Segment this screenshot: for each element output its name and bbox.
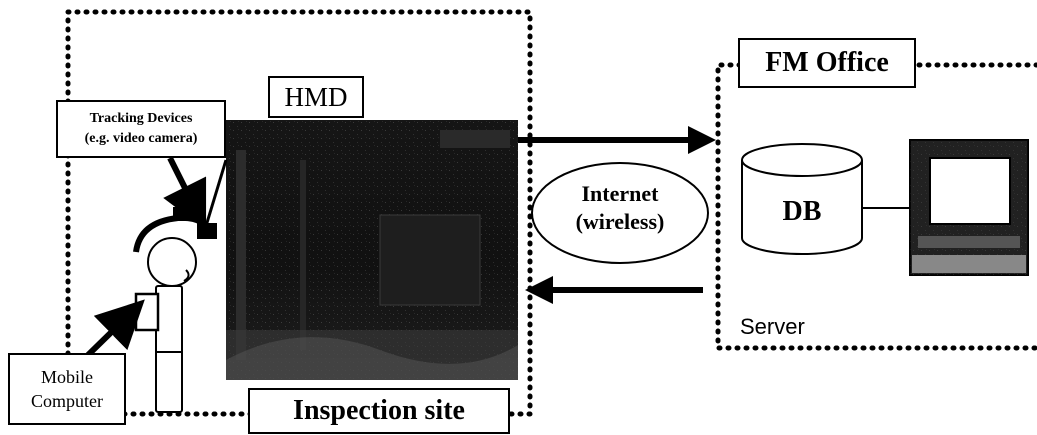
hmd-view-image (226, 120, 518, 380)
db-cylinder (741, 143, 863, 255)
mobile-computer-label: Mobile Computer (8, 353, 126, 425)
fm-office-label: FM Office (738, 38, 916, 88)
internet-label: Internet (wireless) (575, 181, 665, 234)
db-label: DB (782, 196, 822, 227)
tracking-devices-label: Tracking Devices (e.g. video camera) (56, 100, 226, 158)
mobile-computer-pointer (85, 299, 145, 358)
hmd-label: HMD (268, 76, 364, 118)
internet-ellipse (531, 162, 709, 264)
arrow-head-left (525, 276, 553, 304)
monitor-icon (909, 139, 1029, 276)
inspector-figure (133, 207, 217, 413)
inspection-site-label: Inspection site (248, 388, 510, 434)
tracking-devices-pointer-2 (204, 159, 228, 227)
arrow-head-right (688, 126, 716, 154)
tracking-devices-pointer (163, 156, 207, 231)
server-label: Server (740, 314, 805, 339)
